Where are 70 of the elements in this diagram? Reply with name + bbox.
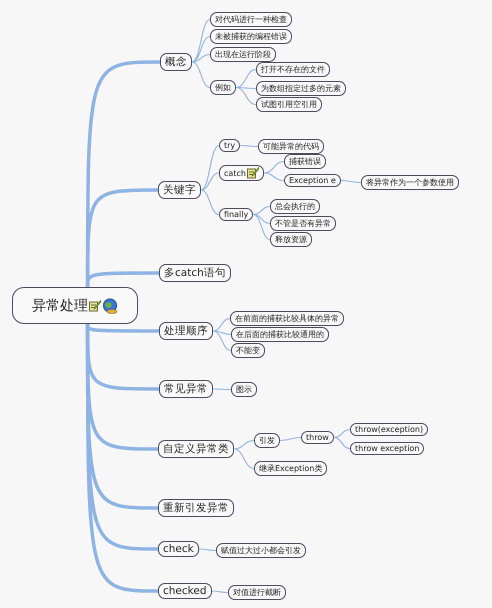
branch-line xyxy=(253,214,270,224)
branch-line xyxy=(253,206,270,216)
subtopic-box: 对代码进行一种检查 xyxy=(210,12,292,27)
topic-box: 多catch语句 xyxy=(159,264,231,282)
topic-box: check xyxy=(158,541,199,557)
subtopic-box: finally xyxy=(219,208,254,221)
branch-line xyxy=(192,36,210,63)
branch-line xyxy=(234,448,254,470)
branch-line xyxy=(200,172,220,191)
topic-box: 概念 xyxy=(160,53,192,71)
branch-line xyxy=(192,61,210,88)
topic-box: 常见异常 xyxy=(159,380,213,398)
branch-line xyxy=(264,172,284,182)
subtopic-box: throw exception xyxy=(350,442,424,455)
subtopic-box: 未被捕获的编程错误 xyxy=(210,29,292,44)
topic-box: 自定义异常类 xyxy=(158,440,234,458)
topic-label: catch xyxy=(224,168,246,178)
branch-line xyxy=(236,86,256,90)
subtopic-box: throw xyxy=(301,431,334,444)
branch-line xyxy=(340,180,361,184)
topic-box: 处理顺序 xyxy=(159,322,213,340)
topic-box: 重新引发异常 xyxy=(158,499,234,517)
branch-line xyxy=(200,189,220,216)
subtopic-box: try xyxy=(219,139,240,152)
subtopic-box: 不能变 xyxy=(231,343,265,358)
subtopic-box: 释放资源 xyxy=(270,232,312,247)
subtopic-box: 例如 xyxy=(210,80,236,95)
branch-line xyxy=(280,436,302,442)
branch-line xyxy=(198,548,216,552)
branch-line xyxy=(86,271,159,288)
branch-line xyxy=(264,160,284,174)
subtopic-box: 将异常作为一个参数使用 xyxy=(361,175,459,190)
branch-line xyxy=(192,54,210,63)
subtopic-box: 为数组指定过多的元素 xyxy=(256,81,346,96)
subtopic-box: 对值进行截断 xyxy=(228,585,286,600)
branch-line xyxy=(200,145,220,190)
topic-label: 异常处理 xyxy=(32,296,88,314)
subtopic-box: 捕获错误 xyxy=(284,154,326,169)
branch-line xyxy=(236,86,256,106)
subtopic-box: 在前面的捕获比较具体的异常 xyxy=(230,311,344,326)
subtopic-box: throw(exception) xyxy=(350,423,428,436)
branch-line xyxy=(212,318,230,332)
branch-line xyxy=(234,440,254,450)
subtopic-box: 打开不存在的文件 xyxy=(256,62,330,77)
branch-line xyxy=(192,18,210,63)
subtopic-box: 赋值过大过小都会引发 xyxy=(216,543,306,558)
subtopic-box: 试图引用空引用 xyxy=(256,97,322,112)
branch-line xyxy=(334,436,350,450)
branch-line xyxy=(253,214,270,240)
branch-line xyxy=(236,68,256,88)
branch-line xyxy=(212,330,232,352)
subtopic-box: 出现在运行阶段 xyxy=(210,47,276,62)
subtopic-box: 在后面的捕获比较通用的 xyxy=(231,327,329,342)
branch-line xyxy=(240,144,258,148)
branch-line xyxy=(212,330,232,336)
branch-line xyxy=(213,388,231,390)
subtopic-box: 继承Exception类 xyxy=(254,461,328,476)
branch-line xyxy=(334,428,350,438)
subtopic-box: 图示 xyxy=(231,382,257,397)
branch-line xyxy=(86,324,158,593)
subtopic-box: 不管是否有异常 xyxy=(270,216,336,231)
subtopic-box: 可能异常的代码 xyxy=(258,139,324,154)
central-topic-box xyxy=(12,287,138,324)
subtopic-box: 引发 xyxy=(254,433,280,448)
branch-line xyxy=(212,590,228,594)
subtopic-box: Exception e xyxy=(284,174,341,187)
subtopic-box: 总会执行的 xyxy=(270,199,320,214)
topic-box: 关键字 xyxy=(158,181,201,199)
topic-box: checked xyxy=(158,583,212,599)
subtopic-box xyxy=(219,165,264,181)
